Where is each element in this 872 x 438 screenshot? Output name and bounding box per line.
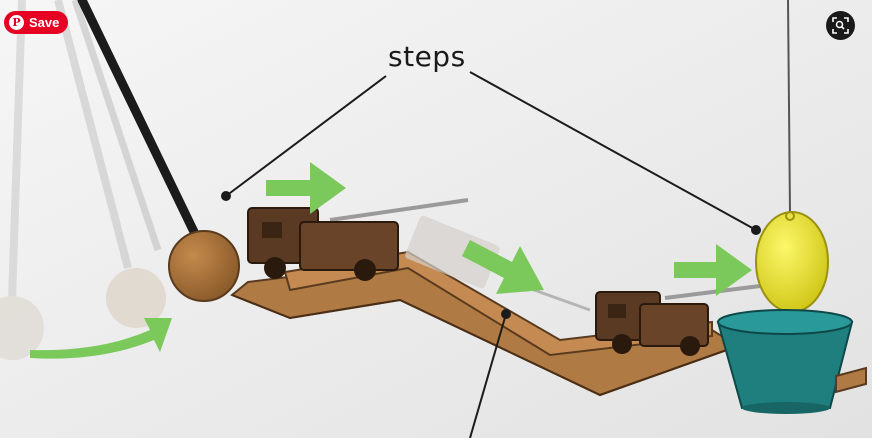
toy-truck-upper xyxy=(247,198,469,281)
toy-truck-ghost xyxy=(405,215,500,289)
pinterest-save-button[interactable]: P Save xyxy=(4,11,68,34)
motion-arrow-icon xyxy=(674,244,752,296)
pendulum xyxy=(77,0,240,302)
visual-search-button[interactable] xyxy=(826,11,855,40)
save-button-label: Save xyxy=(29,15,60,30)
motion-arrow-icon xyxy=(266,162,346,214)
pendulum-motion-ghosts xyxy=(0,0,166,360)
visual-search-lens-icon xyxy=(832,17,849,34)
steps-annotation-label: steps xyxy=(388,40,466,73)
teal-bucket xyxy=(716,309,854,414)
pinterest-logo-icon: P xyxy=(9,15,24,30)
wooden-board-edge xyxy=(835,366,867,394)
swing-arrow-icon xyxy=(30,318,172,359)
annotation-leader-lines xyxy=(221,71,761,438)
motion-arrow-icon xyxy=(462,240,544,294)
toy-truck-lower xyxy=(519,283,761,356)
